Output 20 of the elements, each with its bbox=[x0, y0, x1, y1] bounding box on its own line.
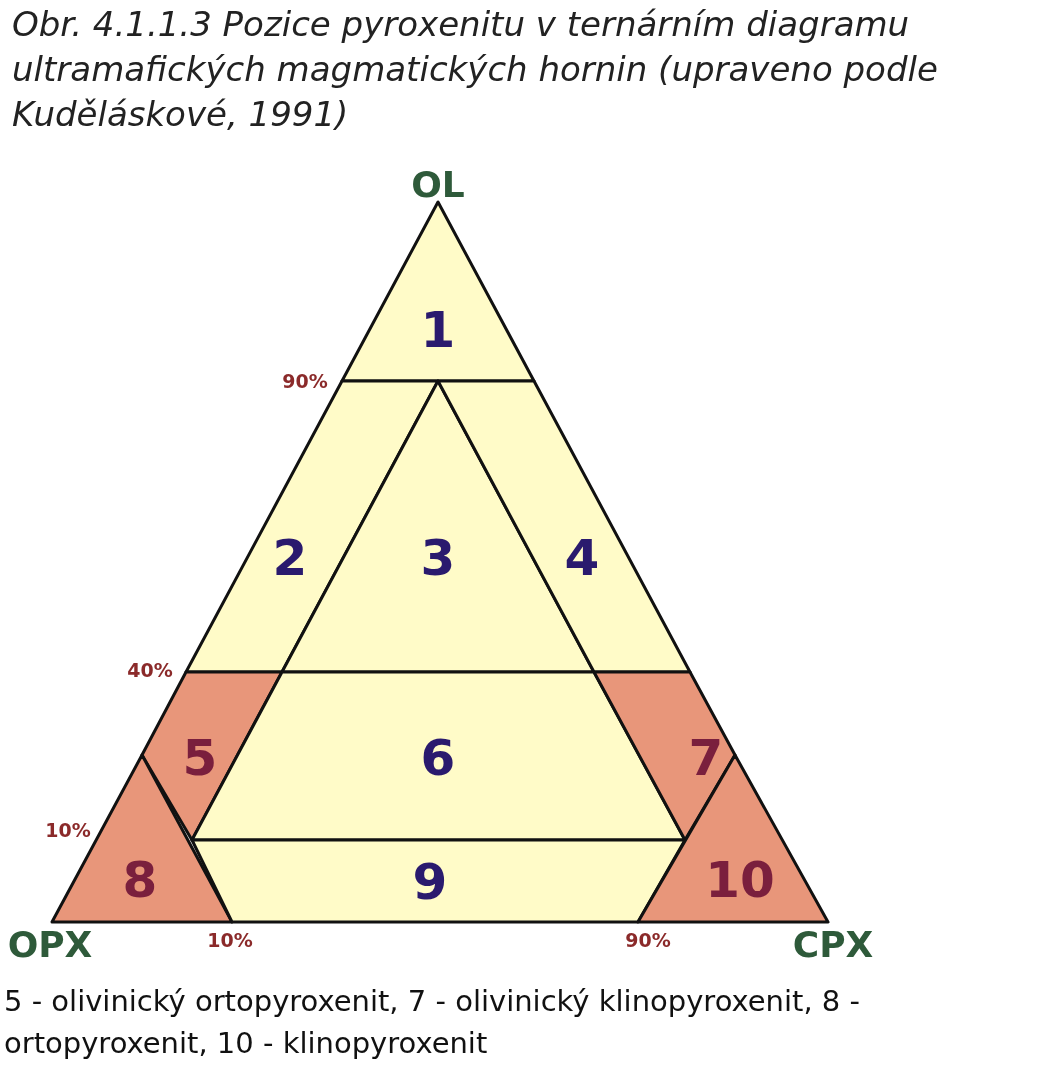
vertex-label: CPX bbox=[792, 927, 874, 963]
region-number: 8 bbox=[122, 855, 158, 905]
percent-label: 10% bbox=[45, 820, 91, 840]
region-number: 2 bbox=[272, 533, 308, 583]
percent-label: 40% bbox=[127, 660, 173, 680]
region-number: 4 bbox=[564, 533, 600, 583]
percent-label: 90% bbox=[625, 930, 671, 950]
region-number: 5 bbox=[182, 733, 218, 783]
vertex-label: OL bbox=[411, 167, 465, 203]
percent-label: 10% bbox=[207, 930, 253, 950]
region-number: 9 bbox=[412, 857, 448, 907]
region-number: 3 bbox=[420, 533, 456, 583]
percent-label: 90% bbox=[282, 371, 328, 391]
region-number: 7 bbox=[688, 733, 724, 783]
figure-caption: 5 - olivinický ortopyroxenit, 7 - olivinický klinopyroxenit, 8 - ortopyroxenit, 10 - klinopyroxenit bbox=[4, 983, 861, 1062]
vertex-label: OPX bbox=[7, 927, 93, 963]
region-number: 10 bbox=[705, 855, 775, 905]
region-number: 1 bbox=[420, 305, 456, 355]
figure-title: Obr. 4.1.1.3 Pozice pyroxenitu v ternárním diagramu ultramafických magmatických hornin (upraveno podle Kuděláskové, 1991) bbox=[12, 3, 939, 136]
region-number: 6 bbox=[420, 733, 456, 783]
